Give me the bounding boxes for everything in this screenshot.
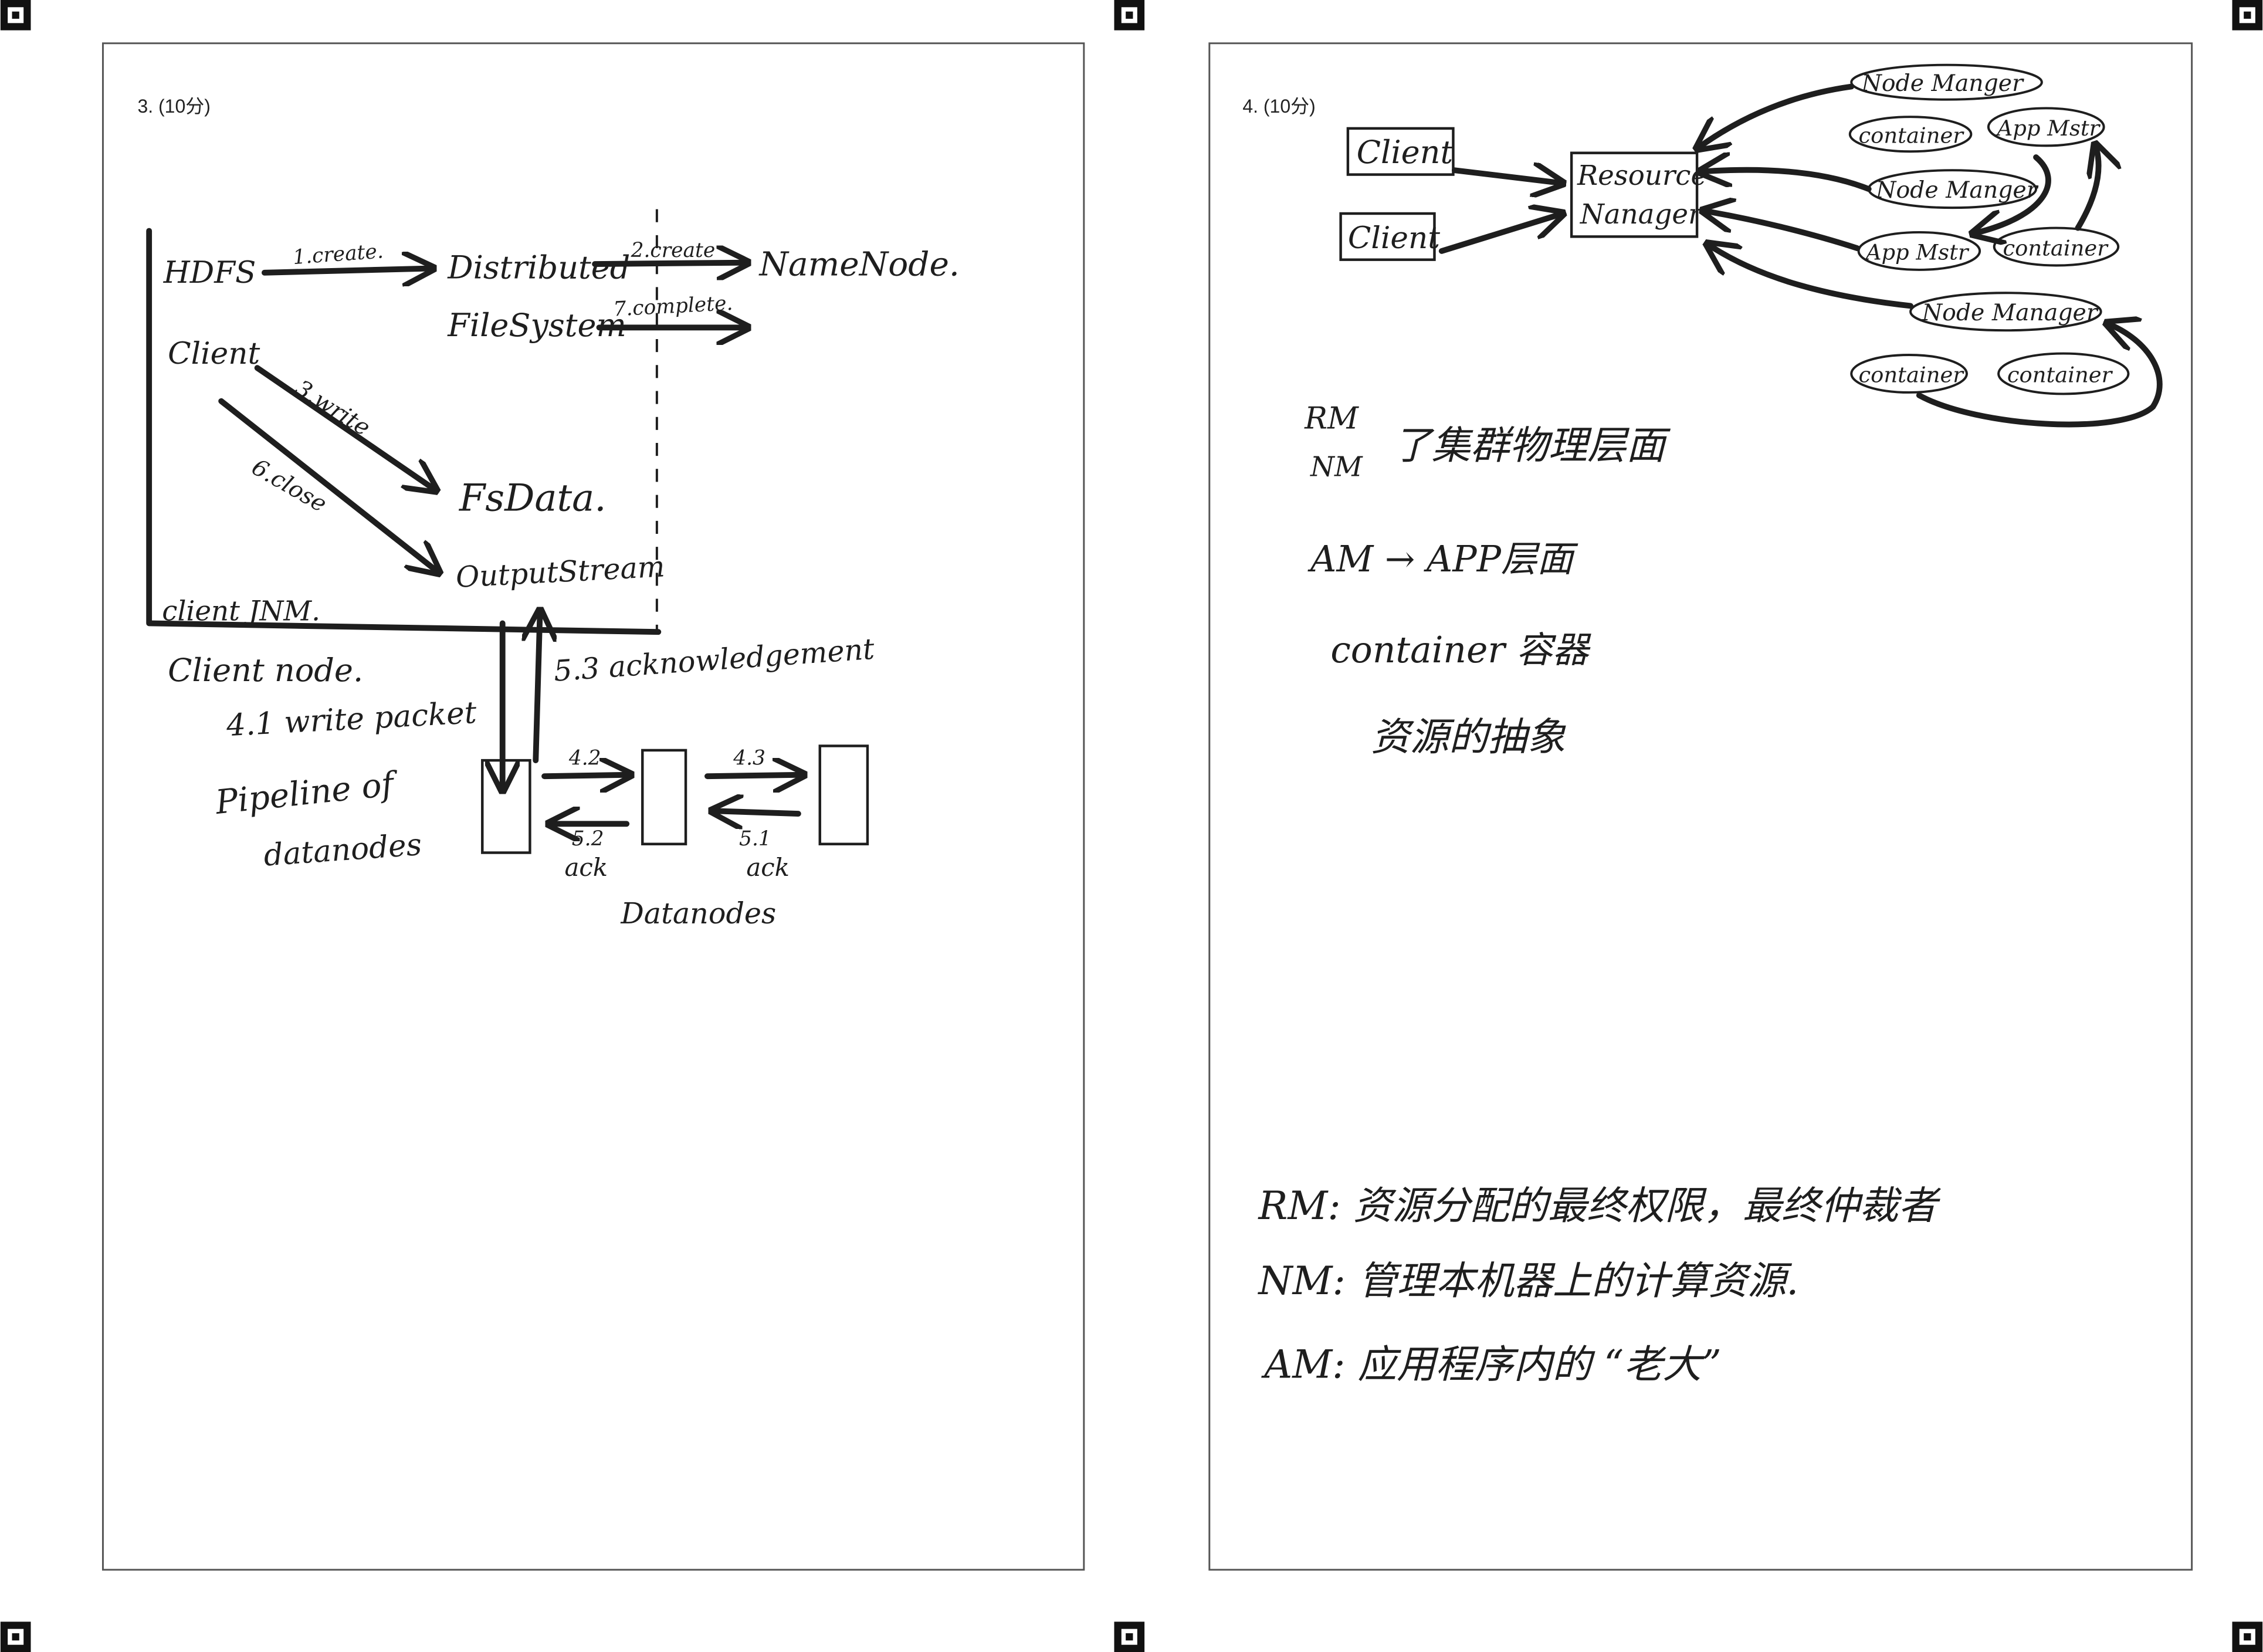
resource-manager-box [1570, 151, 1699, 238]
node-ellipse [1850, 354, 1968, 394]
note-am: AM → APP层面 [1307, 539, 1578, 580]
arrow-label-ack-a: ack [564, 853, 608, 882]
label-distributed: Distributed [447, 249, 630, 286]
label-hdfs: HDFS [163, 255, 256, 290]
client-label-2: Client [1348, 221, 1440, 256]
arrow-client1-to-rm [1451, 170, 1563, 183]
arrow-label-create-2: 2.create [631, 239, 716, 262]
client-box-1 [1346, 127, 1455, 176]
page-frame-left [101, 42, 1085, 1571]
question-3: 3. (10分) HDFS Client Distributed FileSys… [137, 96, 959, 930]
node-label: App Mstr [1996, 116, 2101, 141]
note-rm-nm-desc: 了集群物理层面 [1393, 422, 1671, 468]
question-number: 3. (10分) [137, 96, 210, 117]
node-label: App Mstr [1864, 240, 1970, 265]
datanode-box-1 [481, 759, 531, 854]
note-container: container 容器 [1330, 629, 1591, 671]
arrow-loop-to-nm [1916, 323, 2163, 428]
arrow-label-acknowledgement: 5.3 acknowledgement [553, 632, 876, 688]
arrow-label-4-3: 4.3 [733, 746, 765, 770]
arrow-4-2 [541, 775, 631, 776]
arrow-nm3-to-rm [1707, 244, 1913, 309]
arrow-close [218, 398, 439, 573]
client-box-2 [1339, 212, 1436, 261]
arrow-label-close: 6.close [247, 453, 331, 518]
node-ellipse [1997, 352, 2130, 395]
node-ellipse [1987, 107, 2105, 147]
resource-manager-label-2: Nanager [1580, 199, 1703, 231]
arrow-nm1-to-rm [1697, 83, 1855, 149]
arrow-nm2-to-rm [1700, 170, 1872, 192]
arrow-5-1 [712, 811, 801, 814]
node-ellipse [1909, 292, 2102, 332]
node-label: container [2007, 363, 2113, 388]
arrow-4-3 [704, 775, 804, 776]
question-4: 4. (10分) Client Client Resource Nanager … [1242, 63, 2163, 1387]
arrow-am-to-rm [1703, 211, 1860, 251]
node-label: Node Manager [1922, 299, 2099, 326]
definition-am: AM: 应用程序内的 “老大” [1261, 1342, 1722, 1387]
label-client: Client [168, 336, 260, 371]
label-fsdata: FsData. [459, 477, 607, 520]
node-label: Node Manger [1875, 177, 2039, 204]
arrow-label-5-2: 5.2 [572, 827, 604, 851]
client-label-1: Client [1357, 134, 1454, 171]
node-ellipse [1993, 226, 2120, 267]
datanode-box-2 [641, 749, 687, 845]
note-resource: 资源的抽象 [1371, 714, 1566, 760]
question-number: 4. (10分) [1242, 96, 1315, 117]
node-label: Node Manger [1861, 70, 2024, 97]
arrow-am-nm-link [1973, 154, 2051, 233]
label-outputstream: OutputStream [455, 549, 666, 594]
arrow-label-5-1: 5.1 [739, 827, 771, 851]
node-label: container [1859, 363, 1965, 388]
definition-nm: NM: 管理本机器上的计算资源. [1257, 1258, 1798, 1304]
resource-manager-label-1: Resource [1577, 160, 1707, 192]
page-frame-right [1208, 42, 2193, 1571]
label-pipeline-of: Pipeline of [213, 764, 401, 822]
node-label: container [1859, 123, 1965, 148]
arrow-ack-to-stream [536, 610, 540, 764]
label-client-node: Client node. [168, 652, 363, 689]
definition-rm: RM: 资源分配的最终权限，最终仲裁者 [1258, 1183, 1941, 1228]
label-client-jvm: client JNM. [162, 596, 320, 628]
client-jvm-boundary [146, 228, 662, 635]
label-write-packet: 4.1 write packet [225, 695, 478, 743]
node-ellipse [1848, 116, 1973, 153]
note-rm: RM [1304, 401, 1359, 436]
node-ellipse [1857, 231, 1981, 271]
arrow-create-2 [592, 263, 748, 264]
arrow-container-to-am [2075, 144, 2098, 231]
label-datanodes: Datanodes [620, 896, 776, 930]
arrow-label-complete: 7.complete. [612, 292, 733, 321]
label-filesystem: FileSystem [447, 307, 626, 344]
arrow-label-create-1: 1.create. [292, 239, 384, 269]
node-label: container [2003, 235, 2109, 260]
arrow-label-4-2: 4.2 [568, 746, 601, 770]
label-datanodes-lc: datanodes [263, 827, 423, 874]
arrow-write [254, 365, 436, 490]
arrow-client2-to-rm [1438, 214, 1563, 254]
arrow-label-write: 3.write [290, 374, 375, 441]
note-nm: NM [1310, 452, 1363, 483]
node-ellipse [1850, 63, 2043, 101]
arrow-create-1 [261, 268, 433, 272]
label-namenode: NameNode. [758, 245, 959, 284]
arrow-label-ack-b: ack [746, 853, 790, 882]
datanode-box-3 [818, 744, 869, 845]
